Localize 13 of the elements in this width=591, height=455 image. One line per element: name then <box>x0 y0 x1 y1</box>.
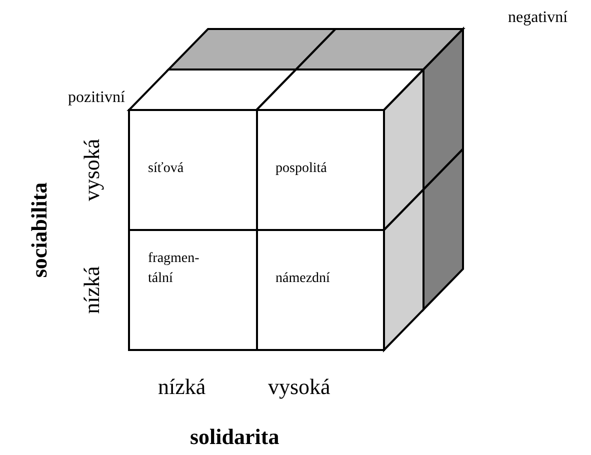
cell-label: síťová <box>148 160 185 178</box>
axis-label: pozitivní <box>68 90 125 106</box>
axis-label: negativní <box>508 10 568 26</box>
quadrant-cell <box>128 229 258 351</box>
axis-label: vysoká <box>81 138 103 202</box>
axis-title: solidarita <box>190 426 280 448</box>
cell-label: pospolitá <box>276 160 328 178</box>
axis-label: nízká <box>81 266 103 314</box>
cell-label: námezdní <box>276 270 331 288</box>
axis-label: nízká <box>158 376 206 398</box>
axis-label: sociabilita <box>29 182 51 278</box>
cell-label: fragmen- tální <box>148 250 200 288</box>
axis-label: vysoká <box>268 376 330 398</box>
